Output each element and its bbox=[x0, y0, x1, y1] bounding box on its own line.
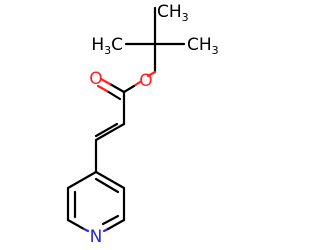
ring-bond-3-blue bbox=[82, 227, 90, 233]
ring-bond-6-inner bbox=[94, 177, 120, 194]
bond-ester-oxygen-black bbox=[122, 84, 136, 94]
ester-oxygen-label: O bbox=[139, 71, 152, 91]
pyridine-nitrogen-label: N bbox=[90, 227, 103, 247]
bond-carbonyl-b-red bbox=[96, 84, 109, 93]
bond-carbonyl-b-black bbox=[105, 89, 122, 101]
molecule-drawing: H3C CH3 CH3 O O N bbox=[66, 2, 219, 247]
carbonyl-oxygen-label: O bbox=[89, 69, 102, 89]
ring-bond-6 bbox=[94, 170, 126, 190]
ring-bond-3 bbox=[66, 218, 86, 231]
bond-carbonyl-a-black bbox=[108, 82, 126, 94]
bond-alkene-outer bbox=[94, 122, 126, 142]
structure-canvas: H3C CH3 CH3 O O N bbox=[66, 2, 219, 247]
methyl-left-label: H3C bbox=[91, 35, 123, 57]
ring-bond-4-inner bbox=[101, 214, 120, 226]
ring-bond-1 bbox=[66, 170, 98, 190]
bond-carbonyl-a-red bbox=[99, 77, 112, 86]
methyl-top-label: CH3 bbox=[157, 2, 189, 24]
bond-alkene-inner bbox=[94, 122, 119, 138]
bond-quaternary-oxygen-red bbox=[146, 70, 157, 78]
ring-bond-4 bbox=[106, 218, 126, 231]
methyl-right-label: CH3 bbox=[187, 35, 219, 57]
bond-ester-oxygen-red bbox=[132, 80, 142, 88]
